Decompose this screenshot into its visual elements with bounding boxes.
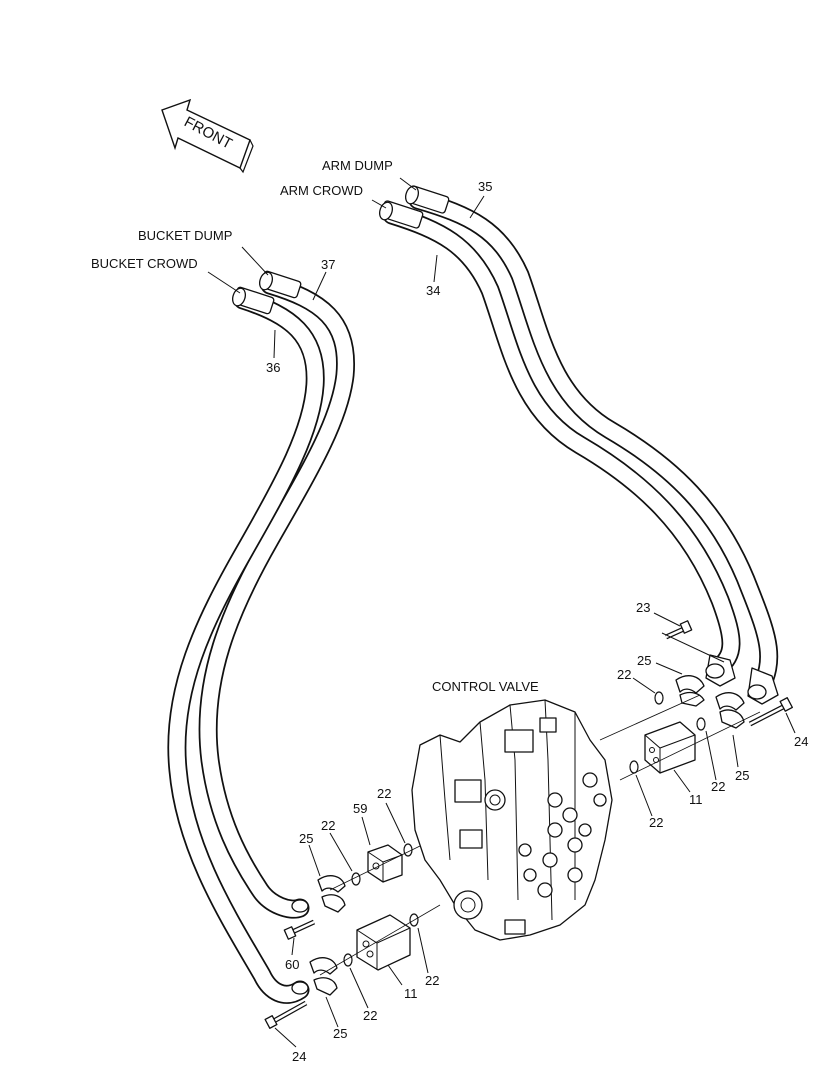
- arm-hose-end-fittings: [379, 185, 779, 705]
- right-bolts: [664, 620, 793, 727]
- front-arrow-icon: FRONT: [161, 98, 254, 174]
- left-bolts: [264, 919, 316, 1029]
- leader-lines: [207, 177, 796, 1048]
- callout-25-bottom: 25: [333, 1026, 347, 1041]
- left-split-flanges: [309, 875, 346, 996]
- callout-22-mid-b: 22: [321, 818, 335, 833]
- callout-23: 23: [636, 600, 650, 615]
- label-control-valve: CONTROL VALVE: [432, 679, 539, 694]
- right-o-rings: [629, 691, 706, 774]
- callout-22-mid-a: 22: [377, 786, 391, 801]
- assembly-axis-lines: [319, 694, 761, 976]
- label-arm-crowd: ARM CROWD: [280, 183, 363, 198]
- callout-24-right: 24: [794, 734, 808, 749]
- callout-25-top: 25: [637, 653, 651, 668]
- callout-22-low-a: 22: [425, 973, 439, 988]
- callout-25-right: 25: [735, 768, 749, 783]
- right-flange-block: [644, 721, 696, 774]
- callout-59: 59: [353, 801, 367, 816]
- label-arm-dump: ARM DUMP: [322, 158, 393, 173]
- callout-numbers: 35 34 37 36 23 25 22 24 25 11 22 22 59 2…: [266, 179, 808, 1064]
- valve-spool-plugs: [518, 772, 607, 898]
- callout-34: 34: [426, 283, 440, 298]
- callout-22-low-b: 22: [363, 1008, 377, 1023]
- right-split-flanges: [675, 675, 745, 729]
- callout-60: 60: [285, 957, 299, 972]
- callout-37: 37: [321, 257, 335, 272]
- callout-24-left: 24: [292, 1049, 306, 1064]
- callout-36: 36: [266, 360, 280, 375]
- callout-25-left: 25: [299, 831, 313, 846]
- callout-11-right: 11: [689, 792, 703, 807]
- flange-11-left: [356, 914, 411, 971]
- callout-22-right-a: 22: [711, 779, 725, 794]
- hose-34: [382, 205, 741, 678]
- bucket-hose-end-fittings: [232, 270, 309, 995]
- callout-22-right-b: 22: [649, 815, 663, 830]
- callout-22-top: 22: [617, 667, 631, 682]
- callout-11-left: 11: [404, 986, 418, 1001]
- label-bucket-dump: BUCKET DUMP: [138, 228, 232, 243]
- hose-37: [198, 275, 356, 919]
- hose-35: [408, 190, 779, 700]
- callout-35: 35: [478, 179, 492, 194]
- label-bucket-crowd: BUCKET CROWD: [91, 256, 198, 271]
- hose-36: [167, 290, 325, 1004]
- control-valve-body: [411, 699, 613, 941]
